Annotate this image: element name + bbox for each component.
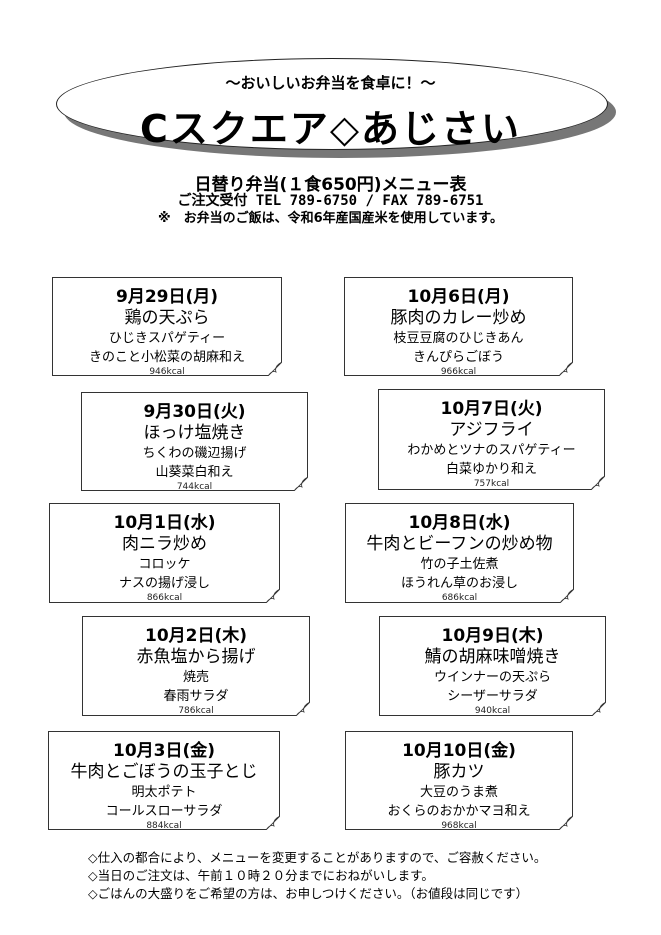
menu-card: 10月9日(木)鯖の胡麻味噌焼きウインナーの天ぷらシーザーサラダ 940kcal	[379, 616, 606, 716]
side-dish: 白菜ゆかり和え	[445, 462, 537, 477]
side-dish: ちくわの磯辺揚げ	[142, 446, 247, 461]
title-ellipse	[56, 58, 608, 150]
side-dish: 大豆のうま煮	[419, 785, 498, 800]
page-curl-icon	[591, 476, 605, 490]
page-curl-icon	[559, 816, 573, 830]
side-dish: 焼売	[182, 670, 209, 685]
main-dish: アジフライ	[449, 420, 534, 440]
menu-card: 10月10日(金)豚カツ大豆のうま煮おくらのおかかマヨ和え 968kcal	[345, 731, 573, 831]
main-dish: 牛肉とごぼうの玉子とじ	[70, 762, 258, 782]
menu-date: 10月7日(火)	[440, 399, 543, 419]
main-dish: ほっけ塩焼き	[143, 423, 246, 443]
page-curl-icon	[266, 589, 280, 603]
menu-date: 10月10日(金)	[402, 741, 516, 761]
side-dish: シーザーサラダ	[447, 689, 538, 704]
note: ◇ごはんの大盛りをご希望の方は、お申しつけください。（お値段は同じです）	[88, 886, 529, 901]
side-dish: ナスの揚げ浸し	[118, 576, 210, 591]
side-dish: わかめとツナのスパゲティー	[407, 443, 576, 458]
calories: 966kcal	[440, 367, 477, 377]
menu-date: 10月6日(月)	[407, 287, 510, 307]
calories: 686kcal	[441, 593, 478, 603]
calories: 744kcal	[176, 482, 213, 492]
page-curl-icon	[592, 702, 606, 716]
main-dish: 豚肉のカレー炒め	[390, 308, 527, 328]
main-dish: 鶏の天ぷら	[124, 308, 210, 328]
calories: 940kcal	[474, 706, 511, 716]
calories: 757kcal	[473, 479, 510, 489]
side-dish: きんぴらごぼう	[412, 350, 504, 365]
menu-date: 10月3日(金)	[112, 741, 216, 761]
rice-note: ※ お弁当のご飯は、令和6年産国産米を使用しています。	[158, 211, 503, 226]
side-dish: コロッケ	[138, 557, 191, 572]
calories: 946kcal	[149, 367, 185, 377]
side-dish: 竹の子土佐煮	[420, 557, 499, 572]
side-dish: ほうれん草のお浸し	[400, 576, 518, 591]
side-dish: 山葵菜白和え	[155, 465, 234, 480]
calories: 968kcal	[441, 821, 477, 831]
calories: 786kcal	[178, 706, 214, 716]
shop-title: Cスクエア◇あじさい	[139, 107, 522, 151]
menu-card: 10月7日(火)アジフライわかめとツナのスパゲティー白菜ゆかり和え 757kcal	[378, 389, 605, 490]
menu-card: 9月29日(月)鶏の天ぷらひじきスパゲティーきのこと小松菜の胡麻和え 946kca…	[52, 277, 282, 377]
menu-title: 日替り弁当(１食650円)メニュー表	[194, 175, 467, 195]
menu-card: 10月6日(月)豚肉のカレー炒め枝豆豆腐のひじきあんきんぴらごぼう 966kcal	[344, 277, 573, 377]
order-contact: ご注文受付 TEL 789-6750 / FAX 789-6751	[177, 193, 484, 209]
menu-date: 10月9日(木)	[441, 626, 544, 646]
main-dish: 豚カツ	[433, 762, 485, 782]
side-dish: ひじきスパゲティー	[108, 331, 226, 346]
side-dish: おくらのおかかマヨ和え	[387, 804, 531, 819]
page-curl-icon	[559, 362, 573, 376]
calories: 866kcal	[146, 593, 183, 603]
menu-card: 10月8日(水)牛肉とビーフンの炒め物竹の子土佐煮ほうれん草のお浸し 686kca…	[345, 503, 574, 603]
page-curl-icon	[294, 477, 308, 491]
menu-card: 10月1日(水)肉ニラ炒めコロッケナスの揚げ浸し 866kcal	[49, 503, 280, 603]
note: ◇当日のご注文は、午前１０時２０分までにおねがいします。	[88, 868, 434, 883]
menu-date: 10月8日(水)	[408, 513, 511, 533]
page-curl-icon	[560, 589, 574, 603]
side-dish: 明太ポテト	[131, 785, 197, 800]
menu-date: 9月30日(火)	[143, 402, 246, 422]
menu-date: 10月1日(水)	[113, 513, 216, 533]
page-curl-icon	[296, 702, 310, 716]
side-dish: 春雨サラダ	[163, 689, 229, 704]
menu-card: 10月3日(金)牛肉とごぼうの玉子とじ明太ポテトコールスローサラダ 884kcal	[48, 731, 280, 831]
side-dish: コールスローサラダ	[105, 804, 223, 819]
main-dish: 赤魚塩から揚げ	[136, 647, 256, 667]
main-dish: 牛肉とビーフンの炒め物	[366, 534, 553, 554]
main-dish: 肉ニラ炒め	[122, 534, 207, 554]
page-curl-icon	[266, 816, 280, 830]
menu-date: 10月2日(木)	[144, 626, 248, 646]
menu-card: 10月2日(木)赤魚塩から揚げ焼売春雨サラダ 786kcal	[82, 616, 310, 716]
subtitle: ～おいしいお弁当を食卓に！～	[225, 74, 436, 92]
main-dish: 鯖の胡麻味噌焼き	[424, 647, 561, 667]
page-curl-icon	[268, 362, 282, 376]
notes: ◇仕入の都合により、メニューを変更することがありますので、ご容赦ください。 ◇当…	[88, 849, 546, 903]
side-dish: きのこと小松菜の胡麻和え	[88, 350, 245, 365]
calories: 884kcal	[146, 821, 182, 831]
menu-date: 9月29日(月)	[115, 287, 219, 307]
menu-card: 9月30日(火)ほっけ塩焼きちくわの磯辺揚げ山葵菜白和え 744kcal	[81, 392, 308, 492]
note: ◇仕入の都合により、メニューを変更することがありますので、ご容赦ください。	[88, 850, 547, 865]
side-dish: 枝豆豆腐のひじきあん	[393, 331, 524, 346]
side-dish: ウインナーの天ぷら	[433, 670, 551, 685]
